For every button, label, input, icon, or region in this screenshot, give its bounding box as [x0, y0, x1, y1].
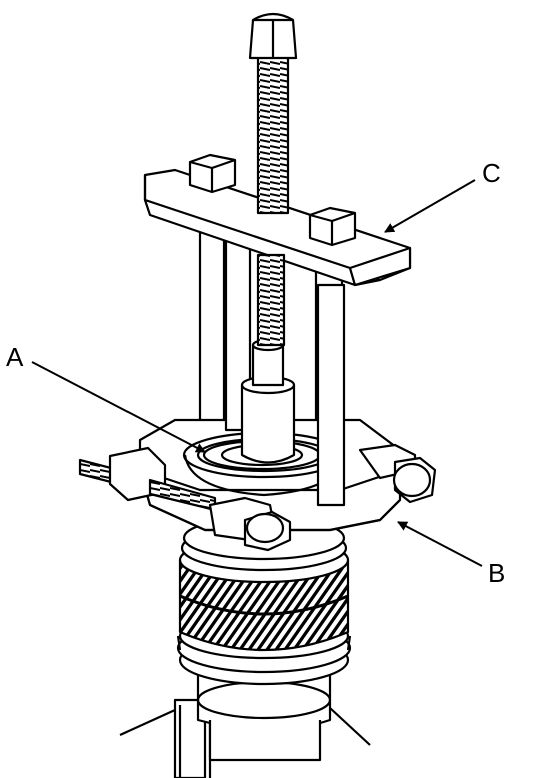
crossbar-nut-right — [308, 206, 357, 247]
leader-c — [384, 179, 476, 233]
separator-nut-front — [208, 496, 292, 552]
callout-label-a: A — [6, 342, 24, 372]
callout-leaders — [31, 179, 483, 567]
separator-nut-right — [358, 443, 437, 504]
callout-label-c: C — [482, 158, 501, 188]
leader-b — [397, 521, 483, 567]
puller-rods-front — [224, 238, 346, 507]
crossbar-nut-left — [188, 153, 237, 194]
separator-bolt-left — [78, 446, 217, 512]
puller-crossbar — [143, 168, 412, 287]
center-adapter — [240, 338, 296, 464]
leader-a — [31, 361, 206, 453]
callout-label-b: B — [488, 558, 506, 588]
forcing-screw — [248, 12, 298, 347]
